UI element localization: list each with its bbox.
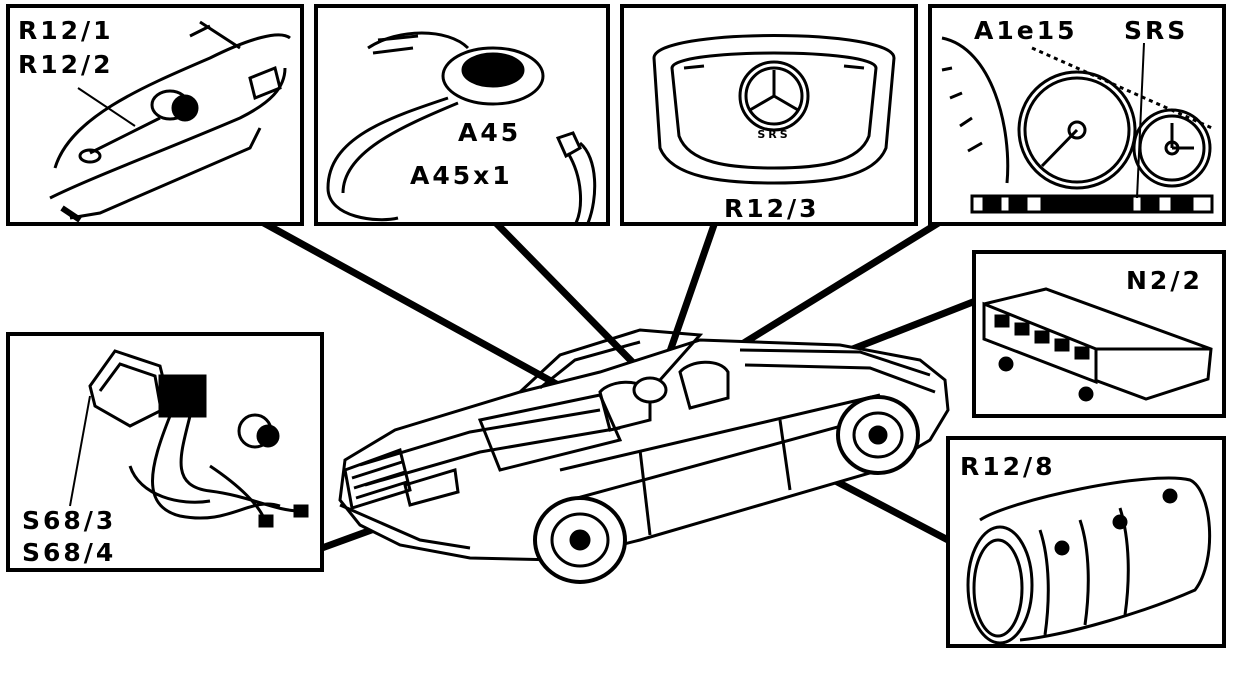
label-r12-2: R12/2 (18, 50, 114, 79)
control-module-drawing (982, 287, 1213, 402)
leader-line-a45 (492, 219, 653, 383)
panel-passenger-airbag: R12/8 (946, 436, 1226, 648)
panel-instrument-cluster: A1e15 SRS (928, 4, 1226, 226)
buckle-switch-drawing (69, 349, 309, 528)
label-a1e15: A1e15 (974, 16, 1078, 45)
label-r12-1: R12/1 (18, 16, 114, 45)
steering-column-drawing (49, 20, 291, 222)
label-r12-8: R12/8 (960, 452, 1056, 481)
airbag-srs-badge: SRS (757, 128, 790, 141)
panel-driver-airbag: SRS R12/3 (620, 4, 918, 226)
panel-buckle-switch: S68/3 S68/4 (6, 332, 324, 572)
label-n2-2: N2/2 (1126, 266, 1203, 295)
panel-control-module: N2/2 (972, 250, 1226, 418)
panel-steering-column: R12/1 R12/2 (6, 4, 304, 226)
label-a45: A45 (458, 118, 522, 147)
label-s68-3: S68/3 (22, 506, 117, 535)
instrument-cluster-drawing (941, 36, 1214, 214)
convertible-car (338, 328, 950, 584)
driver-airbag-drawing: SRS (652, 34, 896, 185)
label-s68-4: S68/4 (22, 538, 117, 567)
label-r12-3: R12/3 (724, 194, 820, 223)
contact-spiral-drawing (326, 31, 597, 222)
label-a45x1: A45x1 (410, 161, 513, 190)
panel-contact-spiral: A45 A45x1 (314, 4, 610, 226)
passenger-airbag-drawing (966, 476, 1212, 644)
label-srs: SRS (1124, 16, 1189, 45)
